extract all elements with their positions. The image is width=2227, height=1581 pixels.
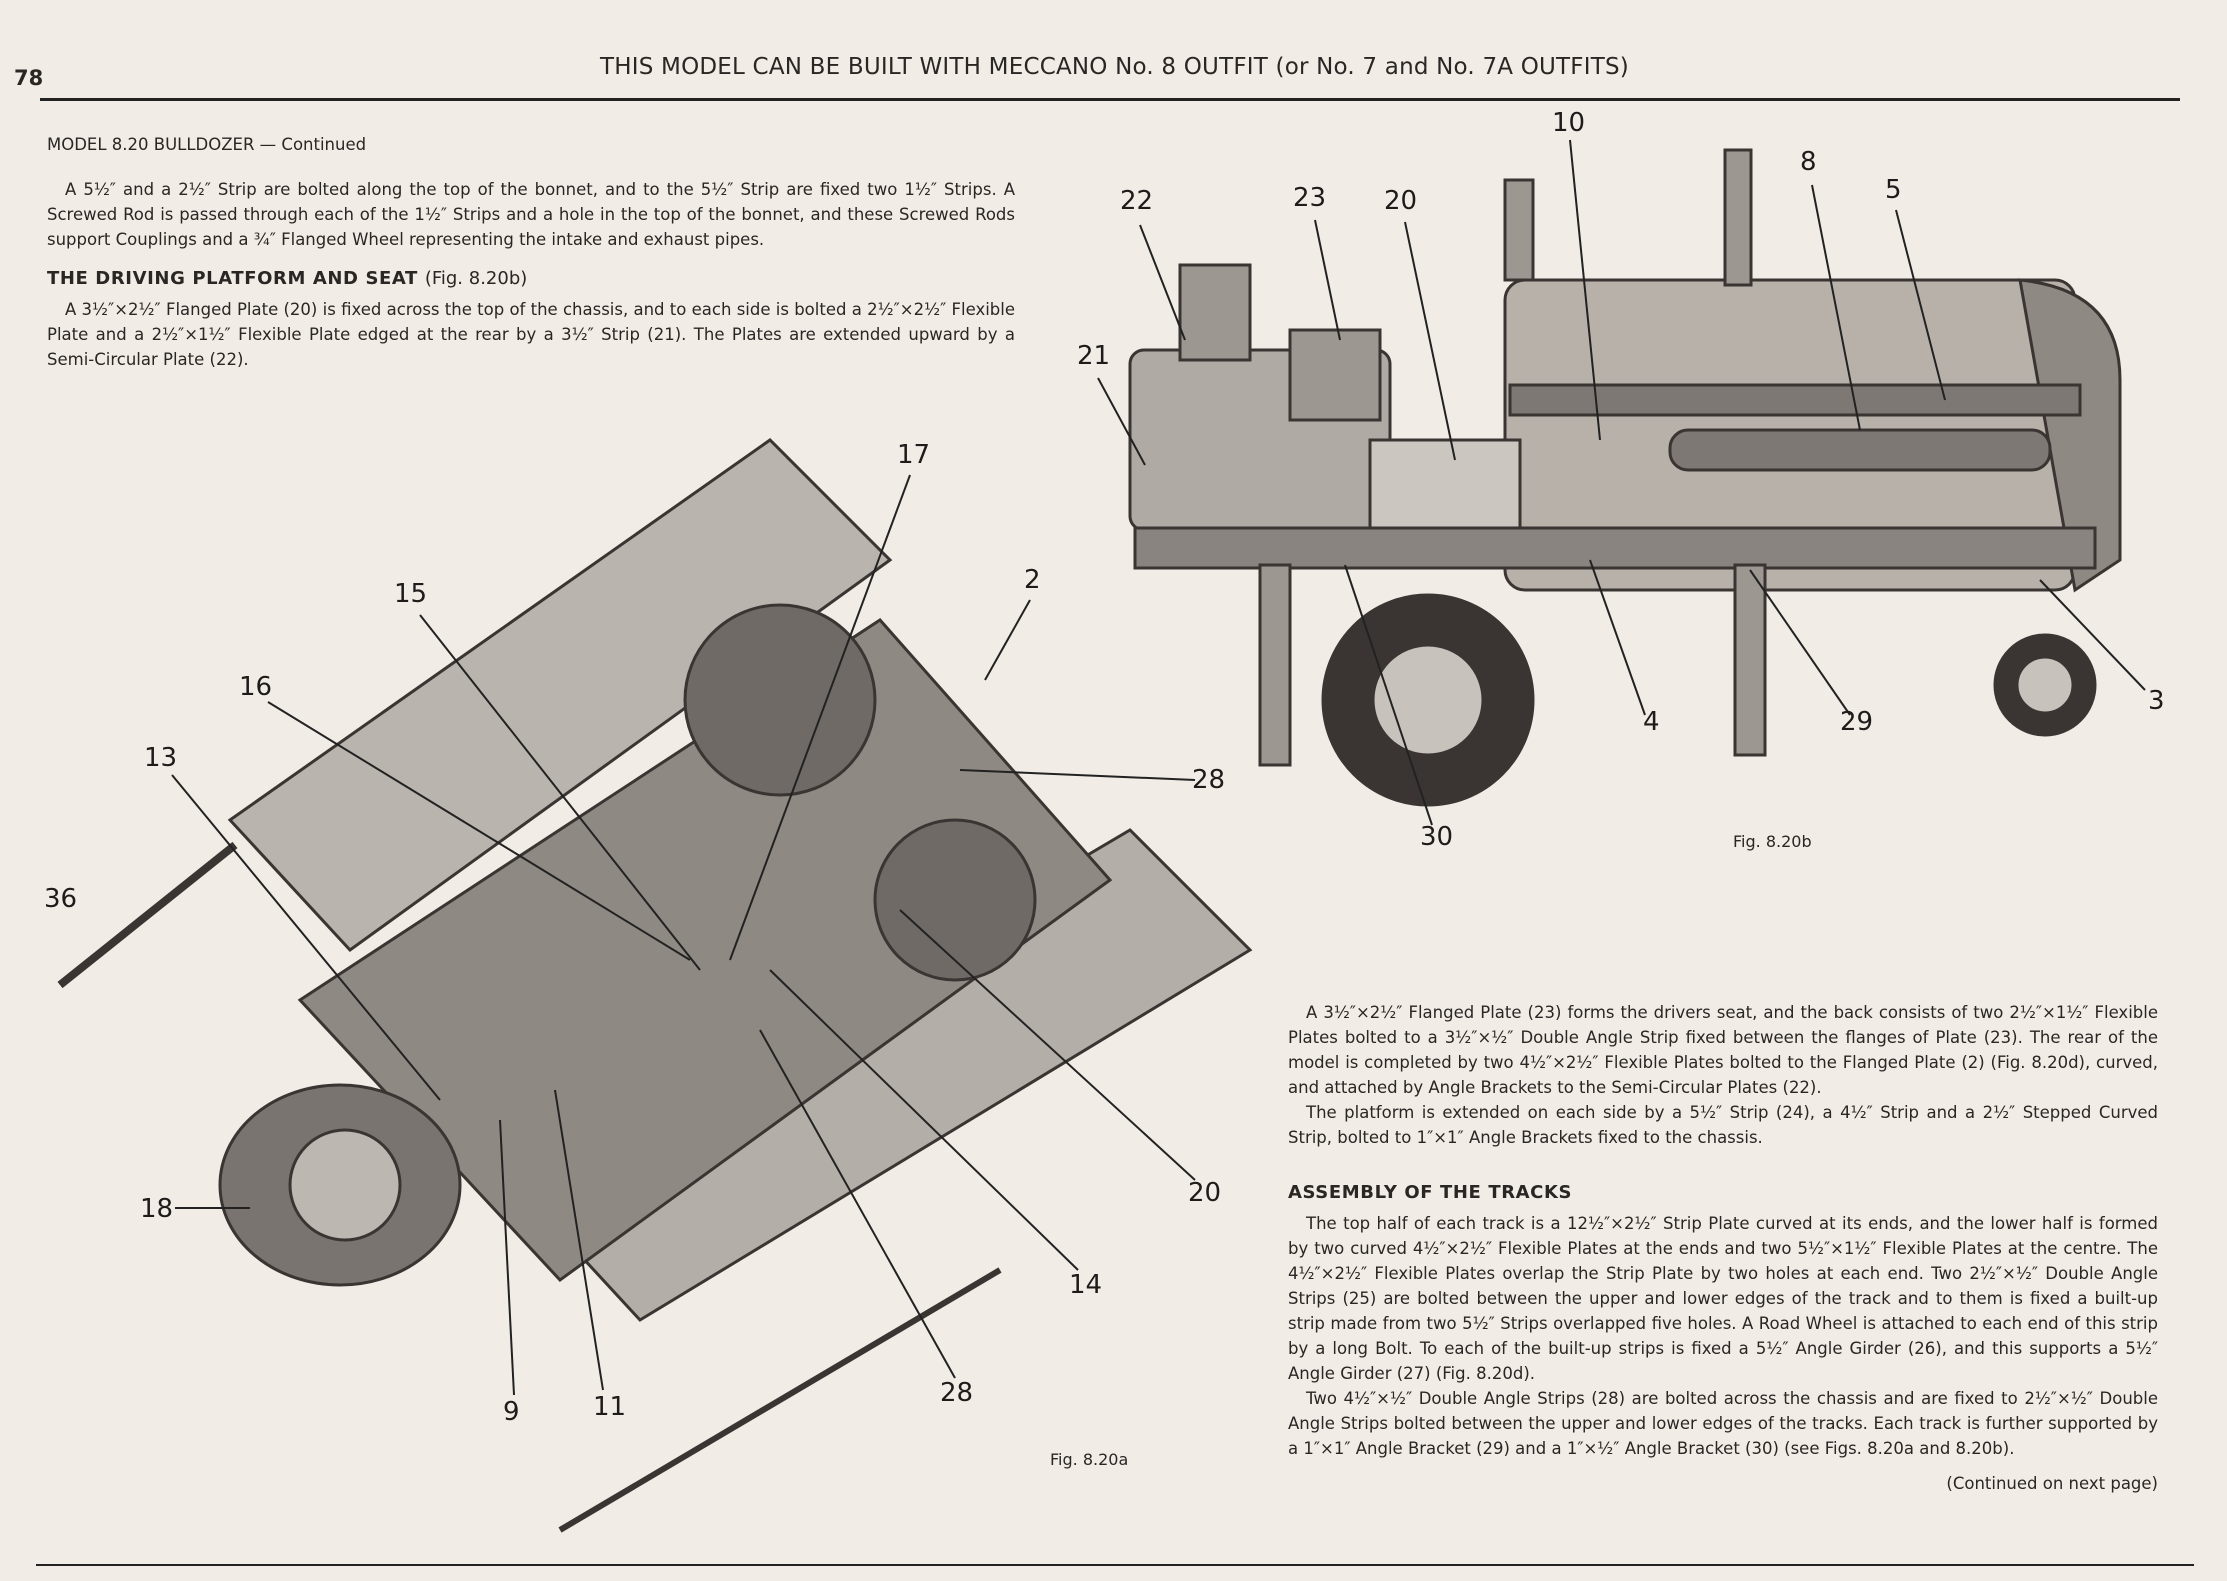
intro-paragraph: A 5½″ and a 2½″ Strip are bolted along t… <box>47 180 1015 249</box>
platform-paragraph: A 3½″×2½″ Flanged Plate (20) is fixed ac… <box>47 300 1015 369</box>
fig-8-20b-caption: Fig. 8.20b <box>1733 832 1812 851</box>
callout-10: 10 <box>1552 108 1586 138</box>
callout-11: 11 <box>593 1392 627 1422</box>
callout-8: 8 <box>1800 147 1817 177</box>
callout-20: 20 <box>1384 186 1418 216</box>
callout-9: 9 <box>503 1397 520 1427</box>
callout-4: 4 <box>1643 707 1660 737</box>
callout-28b: 28 <box>940 1378 974 1408</box>
footer-rule <box>36 1564 2194 1566</box>
page-header: THIS MODEL CAN BE BUILT WITH MECCANO No.… <box>600 54 1629 80</box>
callout-3: 3 <box>2148 686 2165 716</box>
header-rule <box>40 98 2180 101</box>
seat-paragraph: A 3½″×2½″ Flanged Plate (23) forms the d… <box>1288 1003 2158 1097</box>
callout-17: 17 <box>897 440 931 470</box>
right-text-column: A 3½″×2½″ Flanged Plate (23) forms the d… <box>1288 1000 2158 1496</box>
callout-14: 14 <box>1069 1270 1103 1300</box>
heading-text: THE DRIVING PLATFORM AND SEAT <box>47 268 418 289</box>
callout-13: 13 <box>144 743 178 773</box>
left-text-column: MODEL 8.20 BULLDOZER — Continued A 5½″ a… <box>47 132 1015 372</box>
callout-29: 29 <box>1840 707 1874 737</box>
tracks-paragraph-2: Two 4½″×½″ Double Angle Strips (28) are … <box>1288 1389 2158 1458</box>
callout-leader-lines <box>171 139 2146 1396</box>
platform-extension-paragraph: The platform is extended on each side by… <box>1288 1103 2158 1147</box>
callout-5: 5 <box>1885 175 1902 205</box>
callout-36: 36 <box>44 884 78 914</box>
callout-15: 15 <box>394 579 428 609</box>
section-heading-platform: THE DRIVING PLATFORM AND SEAT (Fig. 8.20… <box>47 266 1015 291</box>
callout-2: 2 <box>1024 565 1041 595</box>
callout-28: 28 <box>1192 765 1226 795</box>
continued-note: (Continued on next page) <box>1946 1474 2158 1493</box>
fig-ref: (Fig. 8.20b) <box>424 268 528 289</box>
callout-23: 23 <box>1293 183 1327 213</box>
section-heading-tracks: ASSEMBLY OF THE TRACKS <box>1288 1182 1573 1203</box>
callout-22: 22 <box>1120 186 1154 216</box>
fig-8-20a-caption: Fig. 8.20a <box>1050 1450 1129 1469</box>
callout-18: 18 <box>140 1194 174 1224</box>
callout-16: 16 <box>239 672 273 702</box>
fig-8-20a-bulldozer-underside <box>57 438 1253 1533</box>
fig-8-20b-bulldozer-side <box>1128 148 2122 807</box>
tracks-paragraph-1: The top half of each track is a 12½″×2½″… <box>1288 1214 2158 1383</box>
model-title: MODEL 8.20 BULLDOZER — Continued <box>47 135 367 154</box>
callout-30: 30 <box>1420 822 1454 852</box>
callout-20: 20 <box>1188 1178 1222 1208</box>
page-number: 78 <box>14 66 44 90</box>
callout-21: 21 <box>1077 341 1111 371</box>
